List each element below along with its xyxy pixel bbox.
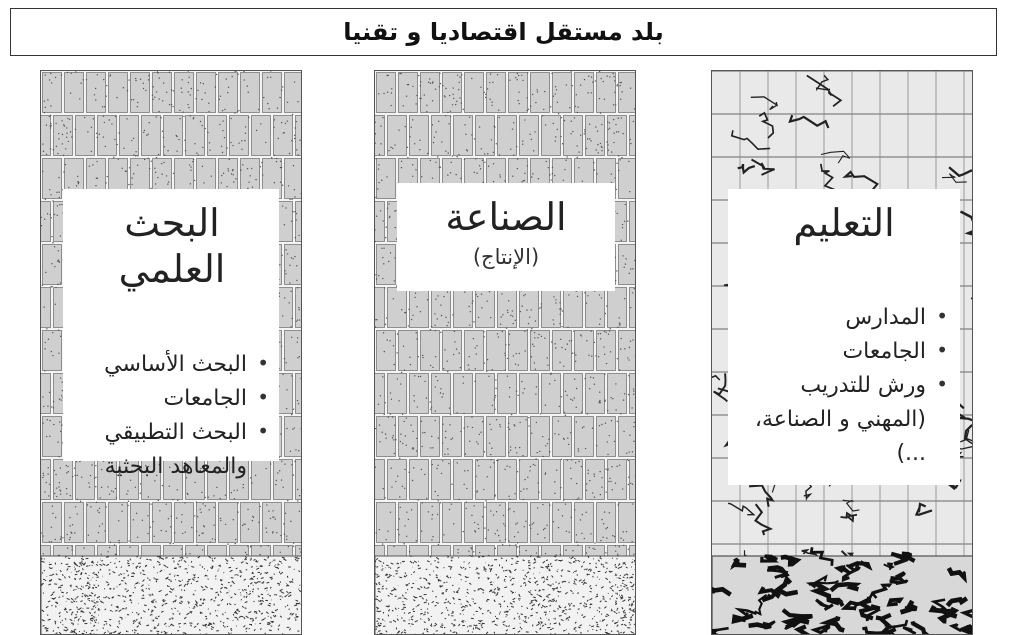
brick-texture [375, 71, 635, 634]
pillar-list: البحث الأساسي الجامعات البحث التطبيقي [71, 348, 273, 450]
list-item: البحث الأساسي [71, 348, 273, 382]
banner-title: بلد مستقل اقتصاديا و تقنيا [10, 8, 997, 56]
pillar-title: الصناعة [445, 195, 567, 239]
list-item: الجامعات [736, 335, 952, 369]
pillar-title: التعليم [793, 201, 895, 245]
pillar-list: المدارس الجامعات ورش للتدريب (المهني و ا… [736, 301, 952, 471]
pillar-subtitle: (الإنتاج) [472, 244, 540, 269]
pillar-industry: الصناعة (الإنتاج) [374, 70, 636, 635]
pillar-title: البحث العلمي [118, 201, 226, 291]
pillar-card: الصناعة (الإنتاج) [397, 183, 615, 291]
pillar-scientific-research: البحث العلمي البحث الأساسي الجامعات البح… [40, 70, 302, 635]
list-item: الجامعات [71, 382, 273, 416]
pillar-education: التعليم المدارس الجامعات ورش للتدريب (ال… [711, 70, 973, 635]
list-item-continuation: والمعاهد البحثية [104, 454, 247, 480]
pillar-card: التعليم المدارس الجامعات ورش للتدريب (ال… [728, 189, 960, 485]
list-item: المدارس [736, 301, 952, 335]
list-item: ورش للتدريب (المهني و الصناعة، ...) [736, 369, 952, 471]
pillar-card: البحث العلمي البحث الأساسي الجامعات البح… [63, 189, 279, 479]
list-item: البحث التطبيقي [71, 416, 273, 450]
